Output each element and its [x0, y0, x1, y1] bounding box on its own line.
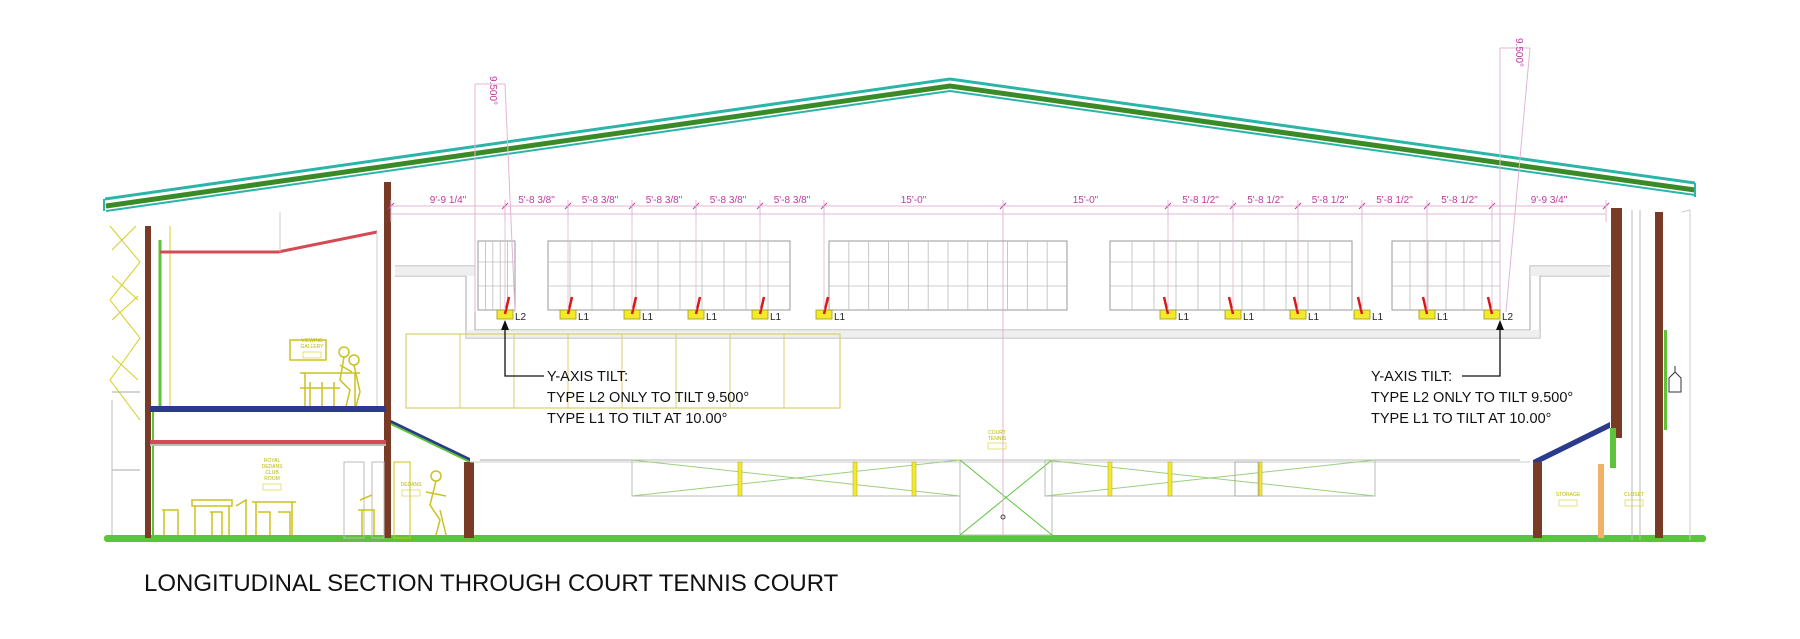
room-label-clubroom-3: CLUB: [265, 470, 279, 476]
window-unit: [1391, 240, 1501, 311]
right-column: [1611, 208, 1622, 438]
right-end-wall: [1655, 212, 1663, 538]
dimension-label: 5'-8 1/2": [1441, 195, 1478, 206]
light-fixture: L2: [496, 222, 527, 323]
tilt-angle-right: 9.500°: [1499, 38, 1531, 313]
clubhouse-section: [145, 182, 391, 539]
fixture-type-label: L1: [770, 312, 782, 323]
ground-line: [104, 535, 1706, 542]
light-fixture: L1: [1289, 222, 1320, 323]
light-fixture: L1: [1353, 222, 1384, 323]
dimension-label: 5'-8 1/2": [1247, 195, 1284, 206]
right-service-section: STORAGE CLOSET: [1533, 208, 1691, 540]
window-unit: [547, 240, 791, 311]
light-fixture: L1: [623, 222, 654, 323]
facade-ornament: [109, 225, 141, 535]
room-label-gallery-2: GALLERY: [301, 344, 325, 350]
dimension-string: 9'-9 1/4" 5'-8 3/8" 5'-8 3/8" 5'-8 3/8" 5'-8…: [387, 195, 1610, 222]
room-label-gallery-1: VIEWING: [301, 338, 323, 344]
fixture-type-label: L1: [578, 312, 590, 323]
note-right-line-2: TYPE L2 ONLY TO TILT 9.500°: [1371, 390, 1573, 406]
room-label-closet: CLOSET: [1624, 492, 1644, 498]
fixture-type-label: L1: [1308, 312, 1320, 323]
court-hall: COURT TENNIS: [391, 206, 1610, 536]
fixture-type-label: L2: [515, 312, 527, 323]
light-fixture: L1: [1224, 222, 1255, 323]
tilt-angle-left: 9.500°: [474, 76, 516, 313]
room-label-court-1: COURT: [988, 430, 1006, 436]
room-tags-left: VIEWING GALLERY ROYAL DEDANS CLUB ROOM D…: [262, 338, 423, 497]
note-right-line-3: TYPE L1 TO TILT AT 10.00°: [1371, 411, 1551, 427]
fixture-type-label: L1: [642, 312, 654, 323]
fixture-type-label: L1: [1372, 312, 1384, 323]
dimension-label: 5'-8 3/8": [646, 195, 683, 206]
light-fixtures: L2 L1 L1 L1 L1 L1 L1 L1 L1 L1 L1 L2: [496, 222, 1514, 323]
light-fixture: L1: [815, 222, 846, 323]
leader-left: [501, 320, 544, 377]
light-fixture: L1: [687, 222, 718, 323]
leader-right: [1462, 320, 1504, 377]
dimension-label: 5'-8 1/2": [1312, 195, 1349, 206]
dimension-label: 5'-8 3/8": [518, 195, 555, 206]
room-label-dedans: DEDANS: [401, 482, 423, 488]
room-label-clubroom-4: ROOM: [264, 476, 280, 482]
tilt-note-left: Y-AXIS TILT: TYPE L2 ONLY TO TILT 9.500°…: [547, 369, 749, 427]
dimension-label: 5'-8 3/8": [710, 195, 747, 206]
room-label-court-2: TENNIS: [988, 436, 1007, 442]
light-fixture: L1: [1159, 222, 1190, 323]
clubroom-furniture: [162, 494, 375, 535]
fixture-type-label: L2: [1502, 312, 1514, 323]
tilt-angle-left-label: 9.500°: [487, 76, 498, 105]
room-label-storage: STORAGE: [1556, 492, 1581, 498]
dimension-label: 9'-9 1/4": [430, 195, 467, 206]
dimension-label: 15'-0": [901, 195, 927, 206]
light-fixture: L1: [751, 222, 782, 323]
tilt-angle-right-label: 9.500°: [1513, 38, 1524, 67]
dimension-label: 9'-9 3/4": [1531, 195, 1568, 206]
drawing-title: LONGITUDINAL SECTION THROUGH COURT TENNI…: [144, 570, 839, 597]
light-fixture: L1: [1418, 222, 1449, 323]
dimension-label: 15'-0": [1073, 195, 1099, 206]
gallery-furniture: [289, 339, 361, 407]
light-fixture: L2: [1483, 222, 1514, 323]
window-unit: [1109, 240, 1353, 311]
dimension-label: 5'-8 3/8": [774, 195, 811, 206]
fixture-type-label: L1: [1243, 312, 1255, 323]
note-right-line-1: Y-AXIS TILT:: [1371, 369, 1452, 385]
note-left-line-3: TYPE L1 TO TILT AT 10.00°: [547, 411, 727, 427]
dimension-label: 5'-8 3/8": [582, 195, 619, 206]
dedans-area: [390, 420, 474, 539]
window-unit: [828, 240, 1068, 311]
note-left-line-2: TYPE L2 ONLY TO TILT 9.500°: [547, 390, 749, 406]
left-wall-column: [145, 226, 151, 538]
window-unit: [477, 240, 516, 311]
center-column: [384, 182, 391, 538]
note-left-line-1: Y-AXIS TILT:: [547, 369, 628, 385]
light-fixture: L1: [559, 222, 590, 323]
clerestory-windows: [477, 240, 1501, 311]
tilt-note-right: Y-AXIS TILT: TYPE L2 ONLY TO TILT 9.500°…: [1371, 369, 1573, 427]
room-label-clubroom-2: DEDANS: [262, 464, 284, 470]
room-label-clubroom-1: ROYAL: [264, 458, 281, 464]
fixture-type-label: L1: [706, 312, 718, 323]
roof: [103, 77, 1696, 212]
fixture-type-label: L1: [1178, 312, 1190, 323]
fixture-type-label: L1: [1437, 312, 1449, 323]
dimension-label: 5'-8 1/2": [1182, 195, 1219, 206]
fixture-type-label: L1: [834, 312, 846, 323]
dimension-label: 5'-8 1/2": [1376, 195, 1413, 206]
